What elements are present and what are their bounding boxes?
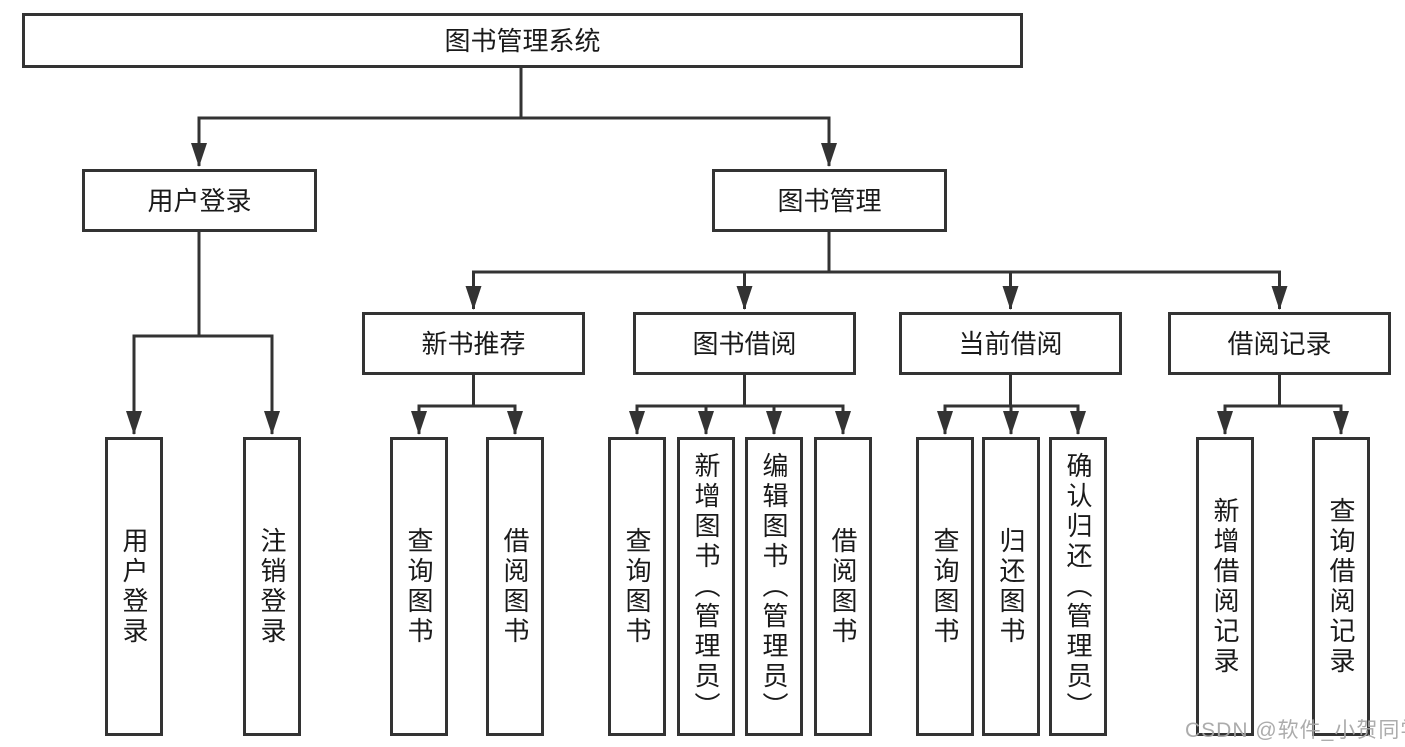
- node-leaf-user-login: 用户登录: [105, 437, 163, 736]
- connector-current-children: [937, 375, 1086, 435]
- node-leaf-query-books-3: 查询图书: [916, 437, 974, 736]
- connector-root-to-level2: [191, 68, 837, 167]
- node-label: 注销登录: [257, 526, 287, 647]
- connector-record-children: [1217, 375, 1349, 435]
- node-label: 借阅记录: [1227, 328, 1332, 359]
- node-label: 借阅图书: [828, 526, 858, 647]
- node-label: 查询图书: [404, 526, 434, 647]
- node-leaf-query-books-2: 查询图书: [608, 437, 666, 736]
- csdn-watermark: CSDN @软件_小贺同学: [1185, 719, 1405, 742]
- node-label: 查询图书: [930, 526, 960, 647]
- node-leaf-query-books-1: 查询图书: [390, 437, 448, 736]
- connector-login-children: [126, 232, 280, 435]
- node-label: 新增图书（管理员）: [691, 451, 721, 722]
- node-current-borrowing: 当前借阅: [899, 312, 1122, 375]
- connector-bookmgmt-children: [465, 232, 1288, 310]
- node-user-login: 用户登录: [82, 169, 317, 232]
- node-label: 借阅图书: [500, 526, 530, 647]
- node-system-root: 图书管理系统: [22, 13, 1023, 68]
- node-leaf-return-book: 归还图书: [982, 437, 1040, 736]
- node-label: 查询图书: [622, 526, 652, 647]
- node-label: 当前借阅: [958, 328, 1063, 359]
- connector-newrec-children: [411, 375, 523, 435]
- node-leaf-logout: 注销登录: [243, 437, 301, 736]
- node-label: 归还图书: [996, 526, 1026, 647]
- node-label: 用户登录: [147, 185, 252, 216]
- node-label: 用户登录: [119, 526, 149, 647]
- node-leaf-query-borrow-record: 查询借阅记录: [1312, 437, 1370, 736]
- node-leaf-confirm-return-admin: 确认归还（管理员）: [1049, 437, 1107, 736]
- node-label: 图书管理: [777, 185, 882, 216]
- node-label: 新书推荐: [421, 328, 526, 359]
- node-leaf-borrow-books-1: 借阅图书: [486, 437, 544, 736]
- node-label: 编辑图书（管理员）: [759, 451, 789, 722]
- node-leaf-borrow-books-2: 借阅图书: [814, 437, 872, 736]
- node-leaf-add-borrow-record: 新增借阅记录: [1196, 437, 1254, 736]
- connector-borrow-children: [629, 375, 851, 435]
- node-label: 查询借阅记录: [1326, 496, 1356, 677]
- node-leaf-edit-book-admin: 编辑图书（管理员）: [745, 437, 803, 736]
- node-label: 新增借阅记录: [1210, 496, 1240, 677]
- node-label: 图书借阅: [692, 328, 797, 359]
- node-borrow-records: 借阅记录: [1168, 312, 1391, 375]
- node-book-management: 图书管理: [712, 169, 947, 232]
- node-label: 确认归还（管理员）: [1063, 451, 1093, 722]
- node-new-book-recommend: 新书推荐: [362, 312, 585, 375]
- node-leaf-add-book-admin: 新增图书（管理员）: [677, 437, 735, 736]
- node-book-borrowing: 图书借阅: [633, 312, 856, 375]
- node-label: 图书管理系统: [444, 25, 601, 56]
